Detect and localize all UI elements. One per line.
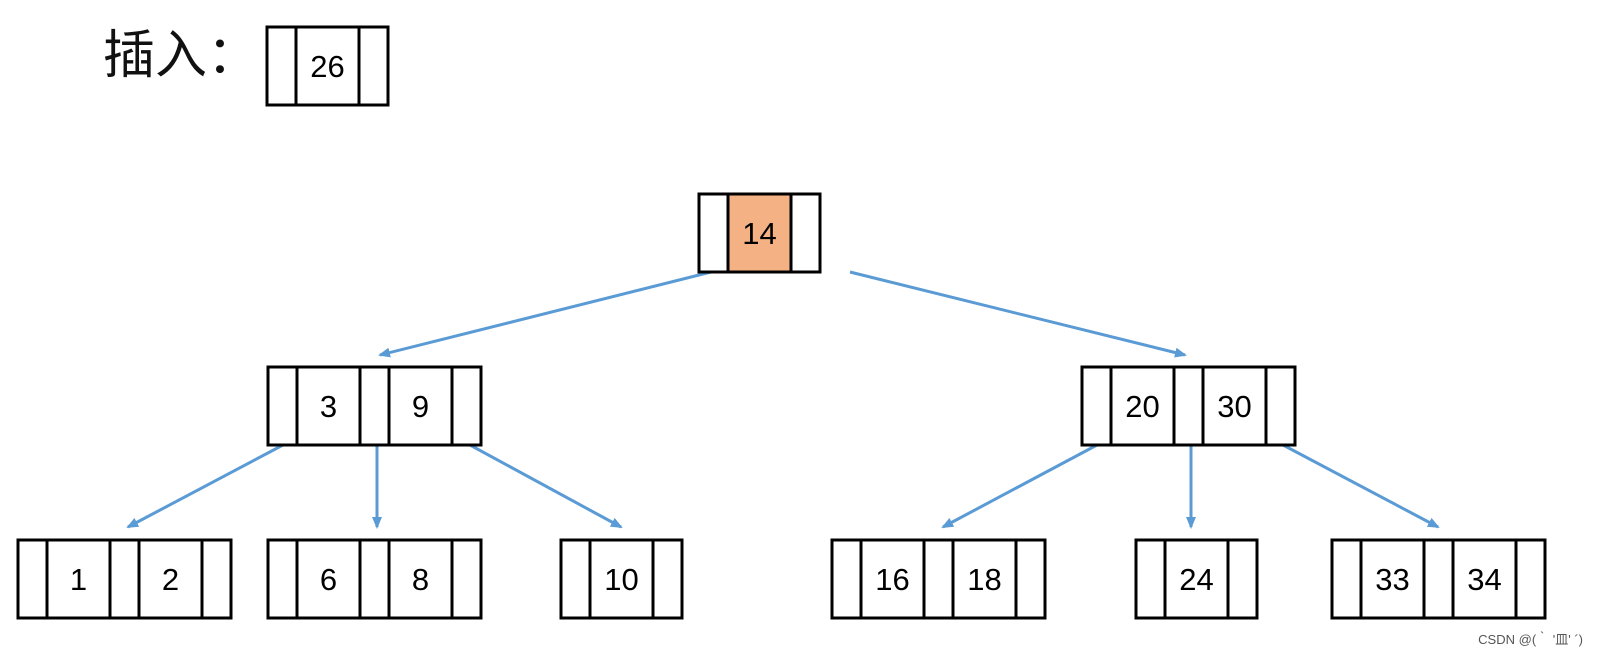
key-cell xyxy=(590,540,653,618)
key-label: 2 xyxy=(162,562,179,597)
key-cell xyxy=(297,367,360,445)
key-label: 10 xyxy=(604,562,638,597)
key-cell xyxy=(389,367,452,445)
insert-value-node: 26 xyxy=(265,25,390,107)
key-label: 6 xyxy=(320,562,337,597)
key-cell xyxy=(139,540,202,618)
leaf-node: 33 34 xyxy=(1330,538,1547,620)
node-border xyxy=(16,538,233,620)
key-label: 3 xyxy=(320,389,337,424)
key-label: 16 xyxy=(875,562,909,597)
node-border xyxy=(830,538,1047,620)
child-pointer-arrow xyxy=(126,443,284,529)
watermark: CSDN @(｀ '皿' ´) xyxy=(1478,632,1583,647)
key-cell xyxy=(728,194,791,272)
key-cell xyxy=(296,27,359,105)
key-cell xyxy=(47,540,110,618)
node-border xyxy=(559,538,684,620)
insert-label: 插入： xyxy=(103,26,260,86)
child-pointer-arrow xyxy=(469,443,623,529)
key-cell xyxy=(1203,367,1266,445)
leaf-node: 24 xyxy=(1134,538,1259,620)
child-pointer-arrow xyxy=(378,270,712,358)
node-border xyxy=(266,365,483,447)
key-label: 9 xyxy=(412,389,429,424)
node-border xyxy=(1134,538,1259,620)
key-cell xyxy=(389,540,452,618)
child-pointer-arrow xyxy=(1282,443,1440,529)
node-border xyxy=(697,192,822,274)
child-pointer-arrow xyxy=(941,443,1098,529)
key-label: 18 xyxy=(967,562,1001,597)
leaf-node: 10 xyxy=(559,538,684,620)
key-cell xyxy=(953,540,1016,618)
node-border xyxy=(265,25,390,107)
key-label: 8 xyxy=(412,562,429,597)
key-label: 1 xyxy=(70,562,87,597)
key-label: 26 xyxy=(310,49,344,84)
child-pointer-arrow xyxy=(849,270,1187,358)
key-cell xyxy=(1453,540,1516,618)
node-border xyxy=(266,538,483,620)
key-cell xyxy=(861,540,924,618)
key-cell xyxy=(1111,367,1174,445)
key-label: 33 xyxy=(1375,562,1409,597)
key-label: 14 xyxy=(742,216,776,251)
node-border xyxy=(1080,365,1297,447)
node-border xyxy=(1330,538,1547,620)
root-node: 14 xyxy=(697,192,822,274)
key-label: 20 xyxy=(1125,389,1159,424)
key-label: 24 xyxy=(1179,562,1213,597)
key-label: 34 xyxy=(1467,562,1501,597)
key-cell xyxy=(1361,540,1424,618)
key-cell xyxy=(297,540,360,618)
key-label: 30 xyxy=(1217,389,1251,424)
key-cell xyxy=(1165,540,1228,618)
